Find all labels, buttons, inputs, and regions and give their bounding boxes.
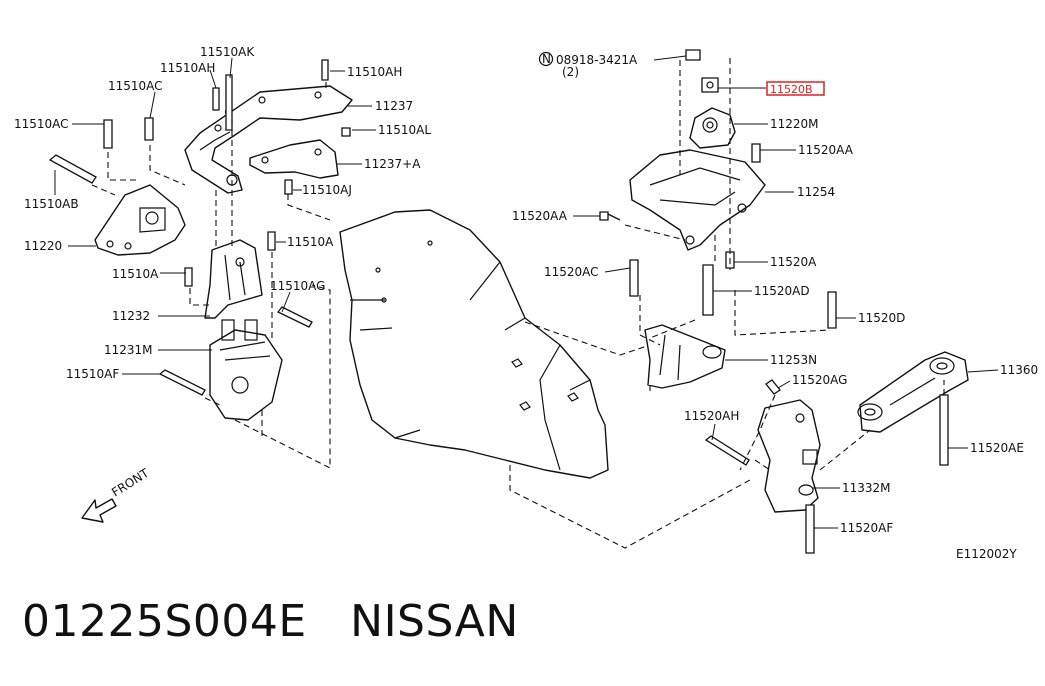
label-11220: 11220 (24, 239, 62, 253)
label-11520b-highlighted: 11520B (770, 83, 813, 96)
label-11220m: 11220M (770, 117, 819, 131)
right-bolts (599, 49, 949, 554)
label-11510aj: 11510AJ (302, 183, 352, 197)
label-11237: 11237 (375, 99, 413, 113)
right-dashed-guides (624, 58, 945, 471)
part-number-footer: 01225S004E NISSAN (22, 596, 519, 647)
torque-rod-11360 (857, 351, 969, 433)
label-11520af: 11520AF (840, 521, 893, 535)
label-11520ah: 11520AH (684, 409, 739, 423)
mount-11231m (209, 319, 283, 421)
label-11510ag: 11510AG (270, 279, 325, 293)
front-arrow: FRONT (81, 466, 152, 523)
label-11254: 11254 (797, 185, 835, 199)
front-label: FRONT (109, 466, 152, 500)
label-11520aa-right: 11520AA (798, 143, 854, 157)
label-11360: 11360 (1000, 363, 1038, 377)
label-11520ae: 11520AE (970, 441, 1024, 455)
diagram-code: E112002Y (956, 547, 1017, 561)
mount-11220m (689, 107, 736, 149)
bracket-11253n (644, 324, 726, 389)
label-11237a: 11237+A (364, 157, 421, 171)
label-11510af: 11510AF (66, 367, 119, 381)
label-11510ah-right: 11510AH (347, 65, 402, 79)
label-11231m: 11231M (104, 343, 153, 357)
part-labels: 11510AK 11510AH 11510AH 11510AC 11510AC … (14, 45, 1038, 561)
n-circle-symbol (538, 51, 554, 67)
label-11520ad: 11520AD (754, 284, 810, 298)
bracket-11254 (629, 149, 766, 251)
label-11510ak: 11510AK (200, 45, 255, 59)
engine-block (339, 209, 751, 549)
label-11510ah-top: 11510AH (160, 61, 215, 75)
label-11520a: 11520A (770, 255, 817, 269)
bracket-11237a (249, 139, 339, 179)
label-11332m: 11332M (842, 481, 891, 495)
label-11510al: 11510AL (378, 123, 431, 137)
label-nut-qty: (2) (562, 65, 579, 79)
label-11253n: 11253N (770, 353, 817, 367)
mount-11220 (94, 184, 186, 256)
left-dashed-guides (91, 82, 331, 469)
label-11520ag: 11520AG (792, 373, 847, 387)
label-nut-spec: 08918-3421A (556, 53, 638, 67)
label-11232: 11232 (112, 309, 150, 323)
label-11510a-right: 11510A (287, 235, 334, 249)
leader-lines (54, 55, 999, 529)
label-11510ac-top: 11510AC (108, 79, 163, 93)
label-11520d: 11520D (858, 311, 905, 325)
label-11510ab: 11510AB (24, 197, 79, 211)
label-11520ac: 11520AC (544, 265, 599, 279)
highlight-box (766, 81, 825, 96)
bracket-11232 (204, 239, 263, 319)
label-11510a-left: 11510A (112, 267, 159, 281)
label-11510ac-left: 11510AC (14, 117, 69, 131)
bracket-11332m (757, 399, 821, 513)
part-number: 01225S004E (22, 596, 307, 647)
brand-name: NISSAN (350, 596, 519, 647)
nut-spec-prefix: N (542, 52, 551, 66)
label-11520aa-left: 11520AA (512, 209, 568, 223)
